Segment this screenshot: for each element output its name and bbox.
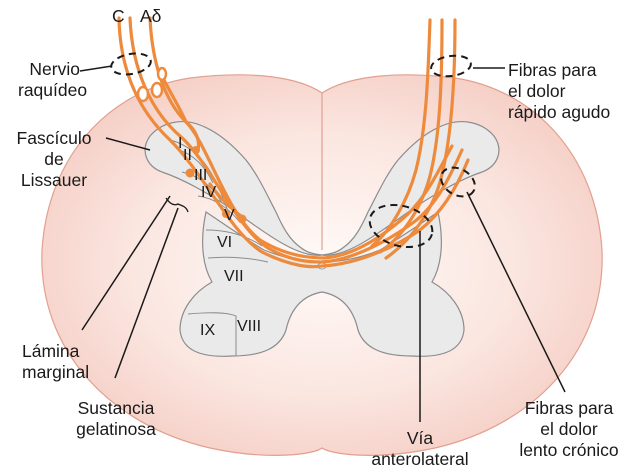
ganglion-cell-2 [152,83,162,97]
lamina-viii-label: VIII [237,318,261,335]
ganglion-cell-1 [138,87,148,101]
lamina-i-label: I [178,135,182,152]
fiber-type-a-delta-label: Aδ [140,6,161,27]
ganglion-cell-3 [158,68,166,80]
lamina-vi-label: VI [217,234,232,251]
lamina-vii-label: VII [224,268,244,285]
lamina-ii-label: II [183,147,192,164]
fiber-type-c-label: C [112,6,125,27]
nerve-ellipse [110,51,153,78]
fast-fibers-ellipse [430,53,472,78]
lamina-v-label: V [224,207,235,224]
lamina-ix-label: IX [200,322,215,339]
lamina-iii-label: III [194,167,207,184]
lamina-iv-label: IV [201,184,216,201]
leader-nervio [80,66,112,71]
